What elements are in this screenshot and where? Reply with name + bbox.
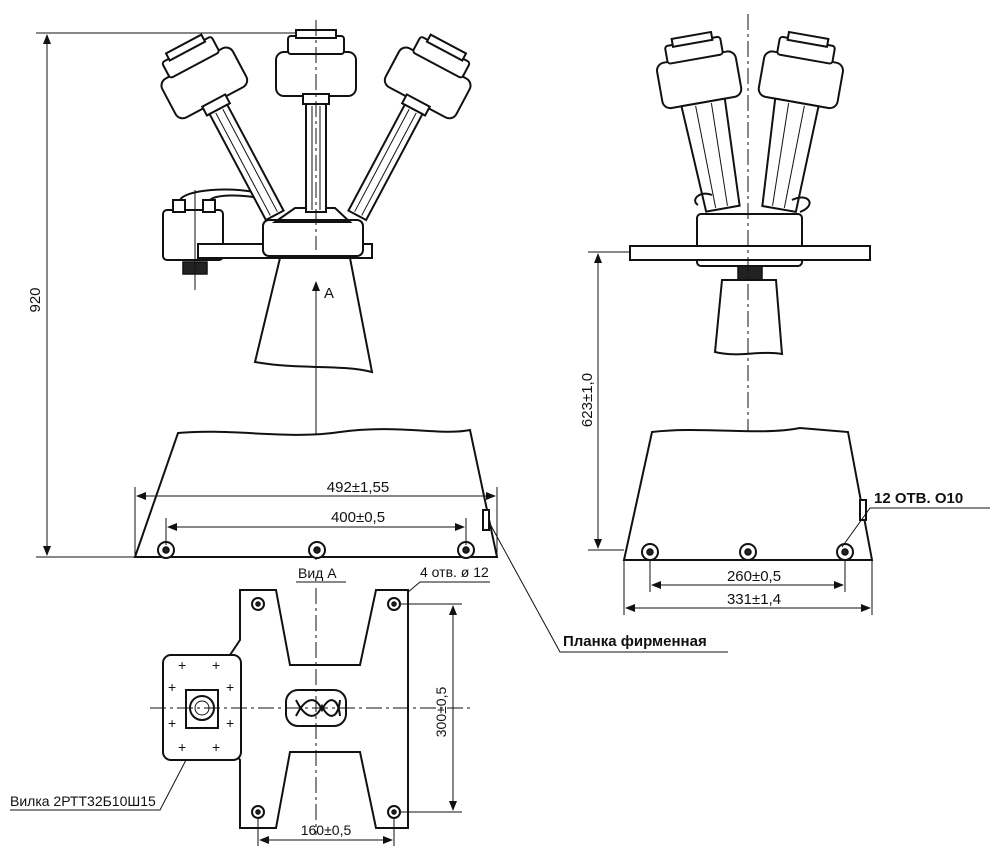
- side-flange: [629, 245, 871, 261]
- side-base-holes: [641, 543, 854, 561]
- front-base: [133, 428, 499, 558]
- svg-text:+: +: [226, 679, 234, 695]
- sensor-head-left: [160, 33, 285, 222]
- front-dim-inner-label: 400±0,5: [331, 509, 385, 526]
- junction-box: [162, 188, 269, 290]
- side-height-dimension: 623±1,0: [579, 251, 630, 551]
- front-dim-outer-label: 492±1,55: [327, 479, 389, 496]
- connector-screws: + + + + + + + +: [168, 657, 234, 755]
- view-a-title: Вид А: [298, 565, 337, 581]
- connector-callout: Вилка 2РТТ32Б10Ш15: [10, 793, 156, 809]
- front-horn: [253, 257, 374, 374]
- sensor-heads: [160, 29, 472, 222]
- nameplate-callout: Планка фирменная: [563, 633, 707, 650]
- side-view: 623±1,0 12 ОТВ. O10 260±0,5 331±1,4: [579, 14, 990, 615]
- view-a-holes-note: 4 отв. ø 12: [420, 564, 489, 580]
- svg-text:+: +: [226, 715, 234, 731]
- view-a-arrow-label: A: [324, 285, 334, 302]
- svg-text:+: +: [168, 679, 176, 695]
- front-height-label: 920: [27, 287, 44, 312]
- view-a-dim-width: 160±0,5: [257, 818, 395, 846]
- side-holes-note: 12 ОТВ. O10: [874, 490, 963, 507]
- view-a-dim-width-label: 160±0,5: [301, 822, 352, 838]
- side-dim-inner: 260±0,5: [649, 560, 846, 592]
- side-sensor-right: [757, 30, 844, 214]
- svg-text:+: +: [168, 715, 176, 731]
- front-dim-inner: 400±0,5: [165, 509, 467, 545]
- side-dim-inner-label: 260±0,5: [727, 568, 781, 585]
- view-a: Вид А 4 отв. ø 12 + + + + + + + +: [10, 564, 490, 846]
- svg-text:+: +: [178, 739, 186, 755]
- front-base-holes: [157, 541, 475, 559]
- side-height-label: 623±1,0: [579, 373, 596, 427]
- side-dim-outer-label: 331±1,4: [727, 591, 781, 608]
- front-view: 920: [27, 20, 728, 653]
- view-a-dim-height: 300±0,5: [400, 603, 462, 813]
- side-base: [622, 426, 874, 561]
- svg-text:+: +: [212, 739, 220, 755]
- svg-text:+: +: [178, 657, 186, 673]
- svg-text:+: +: [212, 657, 220, 673]
- sensor-head-right: [347, 33, 472, 222]
- side-dim-outer: 331±1,4: [623, 560, 873, 615]
- front-dim-outer: 492±1,55: [134, 479, 498, 555]
- side-sensor-left: [656, 30, 743, 213]
- view-a-dim-height-label: 300±0,5: [433, 687, 449, 738]
- front-height-dimension: 920: [27, 32, 318, 558]
